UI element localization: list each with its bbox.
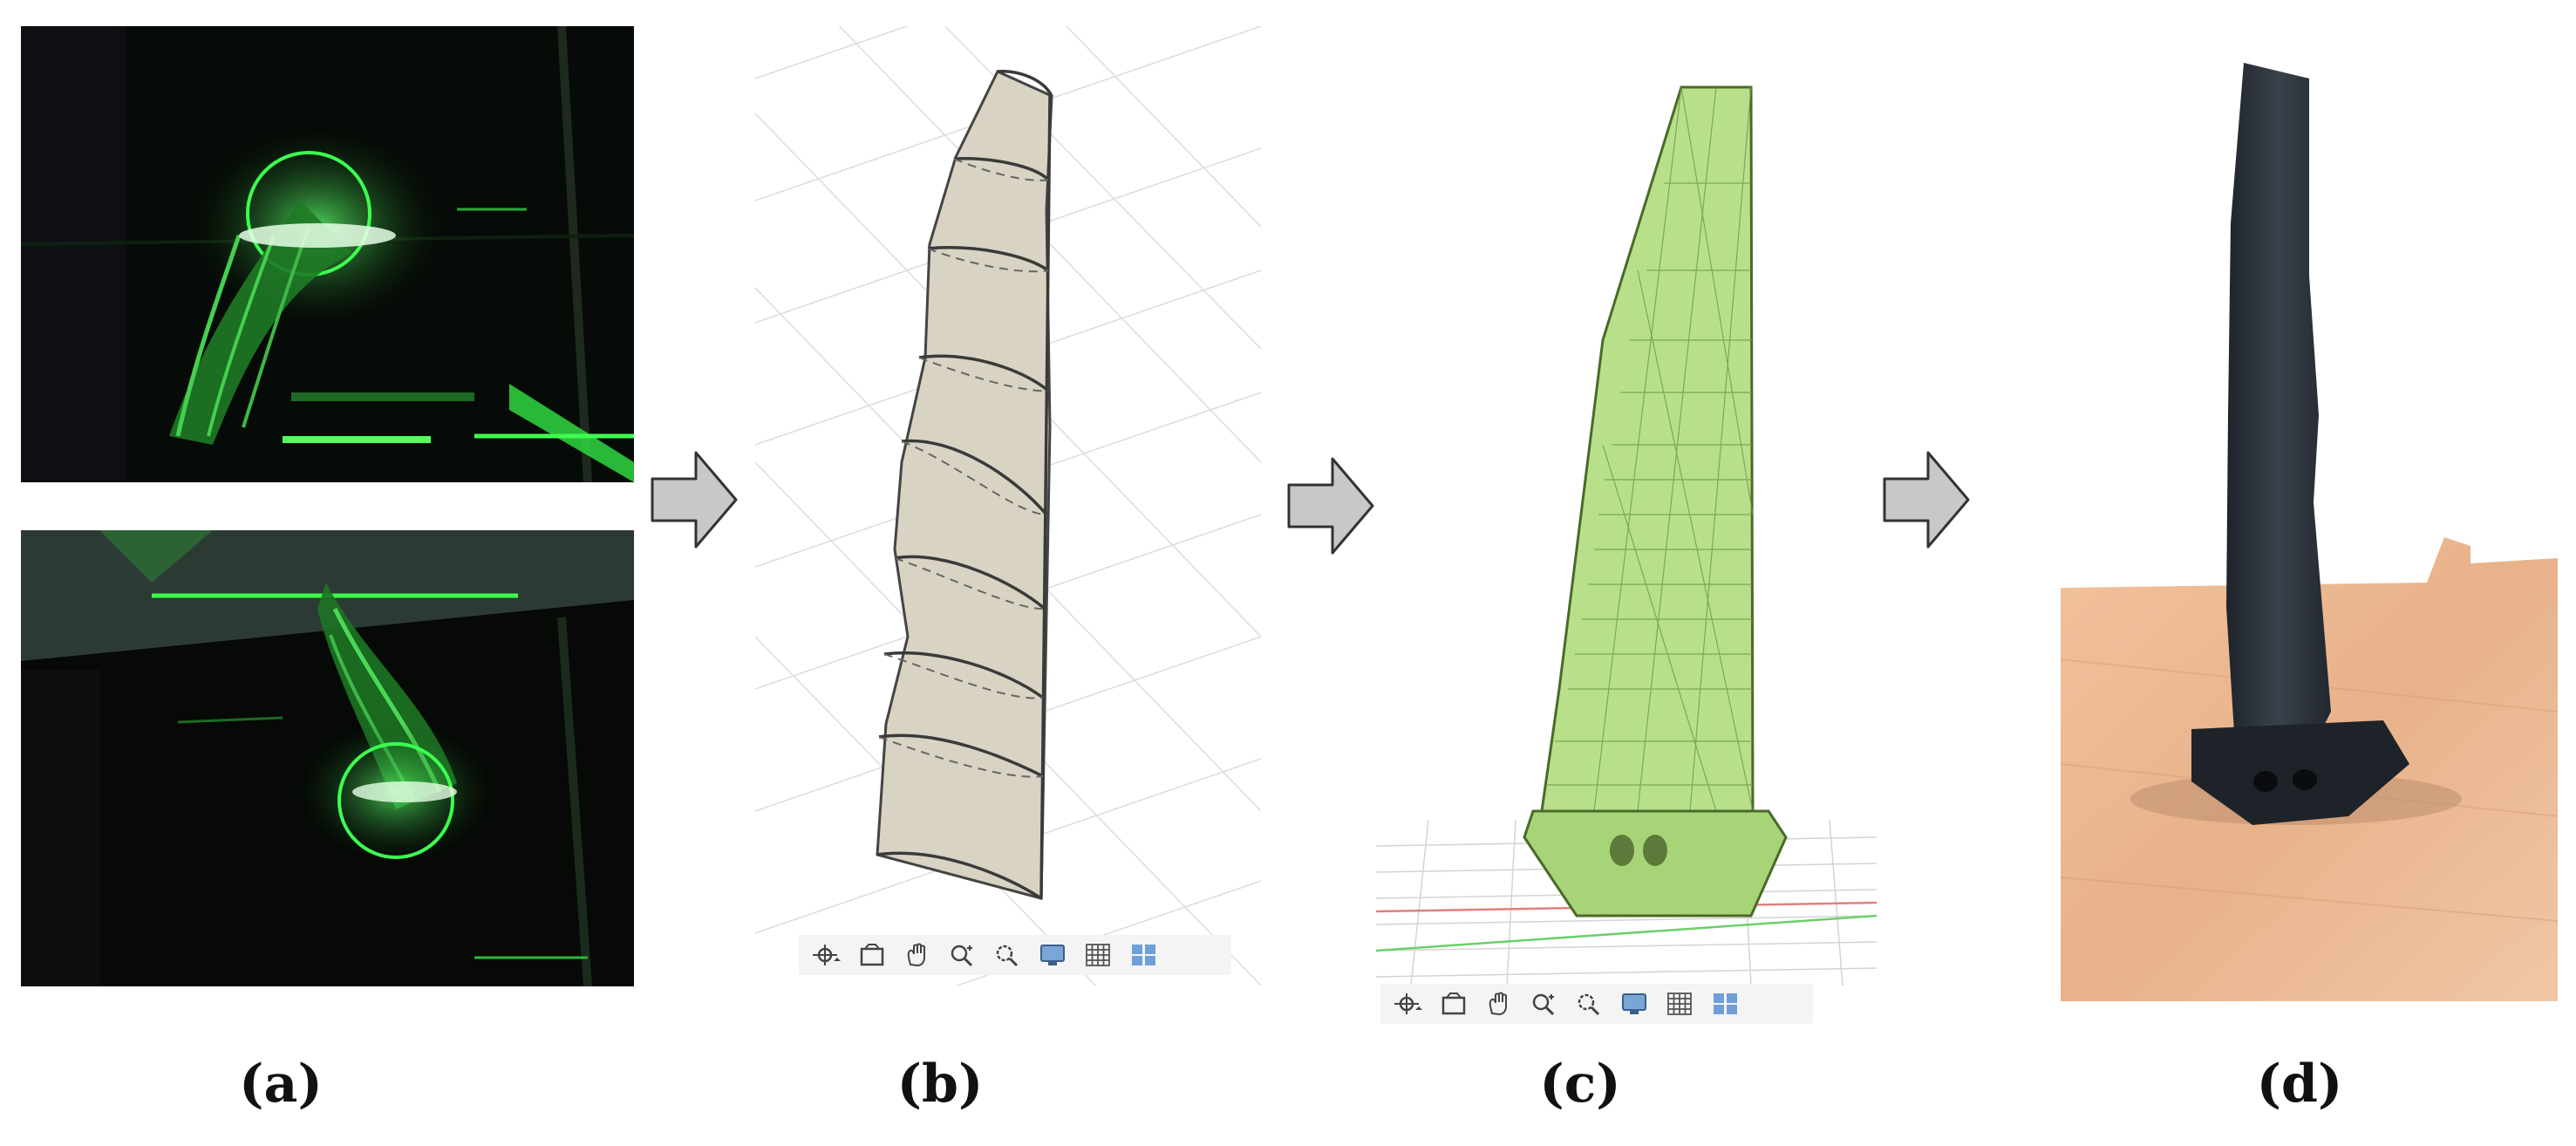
look-at-icon[interactable] — [853, 939, 891, 971]
display-style-icon[interactable] — [1616, 988, 1654, 1020]
viewer-toolbar — [1380, 984, 1813, 1024]
look-at-icon[interactable] — [1435, 988, 1473, 1020]
caption-a: (a) — [239, 1054, 323, 1115]
caption-c: (c) — [1539, 1054, 1621, 1115]
viewports-icon[interactable] — [1125, 939, 1163, 971]
cad-wing-model — [755, 26, 1261, 986]
zoom-icon[interactable] — [1525, 988, 1564, 1020]
mesh-wing-model — [1376, 78, 1877, 1029]
pan-icon[interactable] — [1480, 988, 1518, 1020]
grid-icon[interactable] — [1080, 939, 1118, 971]
pan-icon[interactable] — [898, 939, 937, 971]
caption-d: (d) — [2256, 1054, 2343, 1115]
zoom-icon[interactable] — [944, 939, 982, 971]
process-arrow-icon — [1285, 454, 1376, 558]
wind-tunnel-photo-bottom — [21, 530, 634, 986]
display-style-icon[interactable] — [1034, 939, 1073, 971]
orbit-icon[interactable] — [808, 939, 846, 971]
fit-icon[interactable] — [1571, 988, 1609, 1020]
caption-b: (b) — [896, 1054, 984, 1115]
orbit-icon[interactable] — [1389, 988, 1428, 1020]
printed-wing-photo — [2061, 49, 2558, 1001]
fit-icon[interactable] — [989, 939, 1027, 971]
viewports-icon[interactable] — [1707, 988, 1745, 1020]
wind-tunnel-photo-top — [21, 26, 634, 482]
process-arrow-icon — [649, 447, 739, 552]
process-arrow-icon — [1881, 447, 1972, 552]
grid-icon[interactable] — [1661, 988, 1700, 1020]
viewer-toolbar — [799, 935, 1231, 975]
